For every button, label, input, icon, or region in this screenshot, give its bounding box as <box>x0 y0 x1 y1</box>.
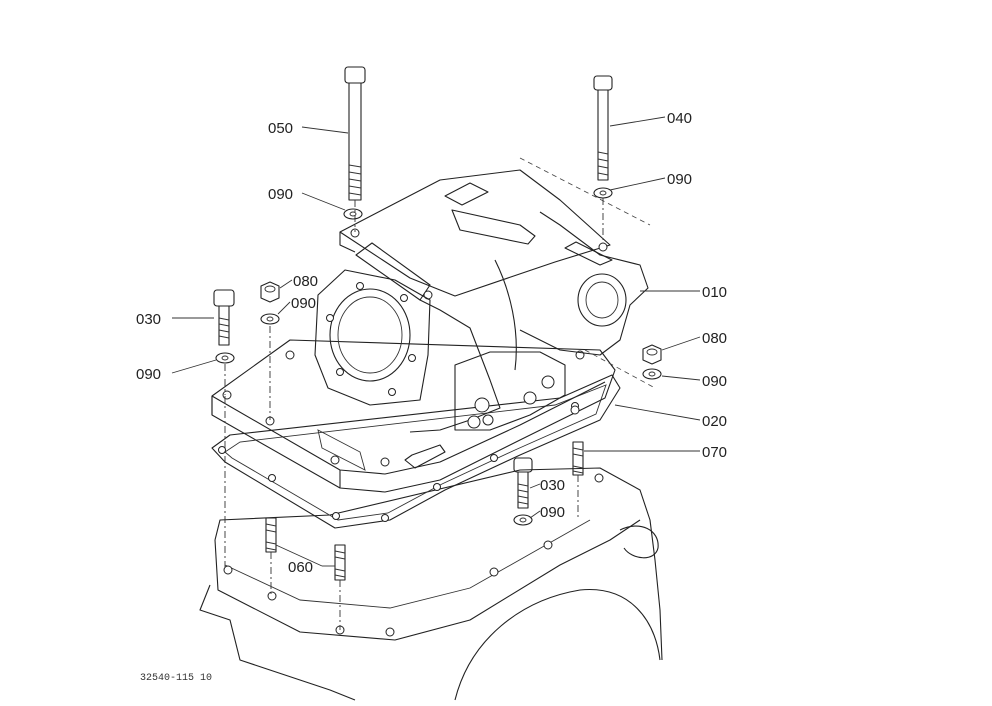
callout-050: 050 <box>268 120 293 137</box>
callout-030-lower: 030 <box>540 477 565 494</box>
mounting-plate <box>211 339 616 493</box>
callout-080-right: 080 <box>702 330 727 347</box>
callout-070: 070 <box>702 444 727 461</box>
callout-090-left-upper: 090 <box>291 295 316 312</box>
leader-lines <box>171 116 701 567</box>
washer-090-top-right <box>593 187 613 199</box>
callout-090-top-left: 090 <box>268 186 293 203</box>
washer-090-left-upper <box>260 313 280 420</box>
washer-090-top-left <box>343 208 363 220</box>
callout-030-left: 030 <box>136 311 161 328</box>
callout-090-top-right: 090 <box>667 171 692 188</box>
callout-labels: 050 040 090 090 080 090 030 090 010 080 … <box>136 110 727 576</box>
callout-010: 010 <box>702 284 727 301</box>
stud-060-left <box>265 517 277 596</box>
callout-090-left-lower: 090 <box>136 366 161 383</box>
nut-080-right <box>642 344 662 365</box>
callout-080-left: 080 <box>293 273 318 290</box>
washer-090-lower <box>513 514 533 526</box>
nut-080-left <box>260 281 280 303</box>
housing-010 <box>314 157 656 469</box>
stud-060-right <box>334 544 346 630</box>
callout-090-right: 090 <box>702 373 727 390</box>
bolt-030-lower <box>513 457 533 509</box>
washer-090-right <box>642 368 662 380</box>
bolt-030-left <box>213 289 235 346</box>
engine-block-outline <box>199 467 663 701</box>
callout-090-lower: 090 <box>540 504 565 521</box>
washer-090-left-lower <box>215 352 235 570</box>
callout-020: 020 <box>702 413 727 430</box>
figure-reference-code: 32540-115 10 <box>140 673 212 684</box>
bolt-050 <box>344 66 366 232</box>
bolt-040 <box>593 75 613 242</box>
stud-070 <box>572 441 584 520</box>
callout-060: 060 <box>288 559 313 576</box>
callout-040: 040 <box>667 110 692 127</box>
gasket-020 <box>211 374 621 529</box>
